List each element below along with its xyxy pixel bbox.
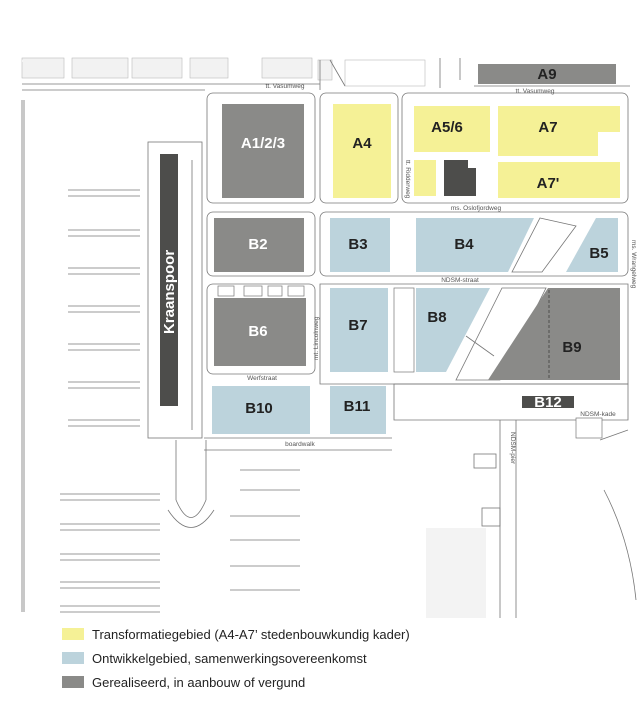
b6-roof-details: [217, 285, 305, 297]
block-a7-prime-label: A7': [537, 175, 560, 192]
street-lindoweg: mt. Lincolnweg: [313, 316, 320, 360]
block-b8-label: B8: [427, 309, 446, 326]
legend-label-transform: Transformatiegebied (A4-A7’ stedenbouwku…: [92, 626, 410, 642]
block-b6-label: B6: [248, 323, 267, 340]
faded-areas: [22, 60, 486, 618]
street-wrangelweg: ms. Wrangelweg: [630, 240, 637, 289]
block-a4[interactable]: [333, 104, 391, 198]
legend-item-realised: Gerealiseerd, in aanbouw of vergund: [62, 670, 410, 694]
block-a9-label: A9: [537, 66, 556, 83]
block-b3-label: B3: [348, 236, 367, 253]
block-b12-label: B12: [534, 394, 562, 411]
street-vasumweg-left: tt. Vasumweg: [266, 83, 305, 90]
block-a123-label: A1/2/3: [241, 135, 285, 152]
top-context: [21, 57, 426, 87]
block-b2-label: B2: [248, 236, 267, 253]
left-piers: [21, 100, 300, 613]
block-a9[interactable]: [478, 64, 616, 84]
legend-label-realised: Gerealiseerd, in aanbouw of vergund: [92, 674, 306, 690]
block-b6[interactable]: [214, 298, 306, 366]
street-ndsm-straat: NDSM-straat: [441, 277, 479, 284]
block-b12[interactable]: [522, 396, 574, 408]
block-a7-prime[interactable]: [498, 162, 620, 198]
legend-swatch-transform: [62, 628, 84, 640]
block-b11-label: B11: [344, 398, 371, 415]
street-ridderweg: tt. Ridderweg: [404, 160, 411, 199]
block-b2[interactable]: [214, 218, 304, 272]
legend-item-transform: Transformatiegebied (A4-A7’ stedenbouwku…: [62, 622, 410, 646]
block-b11[interactable]: [330, 386, 386, 434]
block-b9[interactable]: [488, 288, 620, 380]
block-b7-label: B7: [348, 317, 367, 334]
street-ndsm-kade: NDSM-kade: [580, 411, 616, 418]
street-werfstraat: Werfstraat: [247, 375, 277, 382]
kraanspoor-block[interactable]: [160, 154, 178, 406]
block-b9-label: B9: [562, 339, 581, 356]
block-a56-label: A5/6: [431, 119, 463, 136]
legend-swatch-develop: [62, 652, 84, 664]
legend-label-develop: Ontwikkelgebied, samenwerkingsovereenkom…: [92, 650, 367, 666]
block-b5[interactable]: [566, 218, 618, 272]
street-ndsm-pier: NDSM-pier: [509, 432, 516, 465]
block-b5-label: B5: [589, 245, 608, 262]
legend: Transformatiegebied (A4-A7’ stedenbouwku…: [62, 622, 410, 694]
block-a7-label: A7: [538, 119, 557, 136]
block-a7[interactable]: [498, 106, 620, 156]
block-b8[interactable]: [416, 288, 490, 372]
block-b4-label: B4: [454, 236, 474, 253]
ndsm-pier: [473, 420, 637, 618]
legend-item-develop: Ontwikkelgebied, samenwerkingsovereenkom…: [62, 646, 410, 670]
block-a56-dark: [444, 160, 476, 196]
street-vasumweg-right: tt. Vasumweg: [516, 88, 555, 95]
kraanspoor-label: Kraanspoor: [161, 250, 178, 334]
block-a4-label: A4: [352, 135, 372, 152]
block-b4[interactable]: [416, 218, 534, 272]
block-b10-label: B10: [245, 400, 273, 417]
block-b3[interactable]: [330, 218, 390, 272]
street-boardwalk: boardwalk: [285, 441, 315, 448]
block-a56[interactable]: [414, 106, 490, 152]
legend-swatch-realised: [62, 676, 84, 688]
block-a123[interactable]: [222, 104, 304, 198]
block-b10[interactable]: [212, 386, 310, 434]
block-b7[interactable]: [330, 288, 388, 372]
street-oslofjordweg: ms. Oslofjordweg: [451, 205, 502, 212]
